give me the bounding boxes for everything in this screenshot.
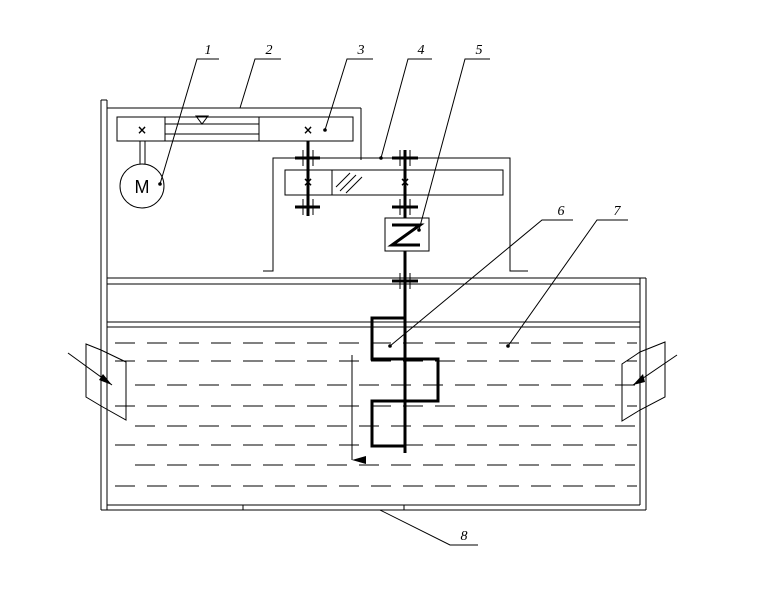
callout-label-liquid: 7 bbox=[614, 204, 622, 219]
callout-label-belt-drive: 2 bbox=[266, 43, 273, 58]
leader-lines bbox=[159, 58, 628, 546]
base-plate bbox=[242, 504, 405, 511]
gearbox bbox=[263, 157, 528, 272]
callout-label-driven-pulley: 3 bbox=[357, 43, 365, 58]
motor-pulley-axis-icon: × bbox=[137, 123, 147, 137]
inflow-arrow-icon bbox=[633, 374, 645, 385]
callout-label-motor: 1 bbox=[205, 43, 212, 58]
callout-label-base-plate: 8 bbox=[461, 529, 468, 544]
left-nozzle bbox=[67, 343, 127, 421]
support-frame bbox=[100, 99, 362, 510]
motor bbox=[119, 141, 165, 209]
callout-label-coupling: 5 bbox=[476, 43, 483, 58]
belt-direction-icon bbox=[195, 115, 209, 125]
callout-label-agitator: 6 bbox=[558, 204, 565, 219]
gear-axis-left-icon: × bbox=[303, 175, 313, 189]
callout-label-gearbox: 4 bbox=[418, 43, 425, 58]
coupling bbox=[384, 217, 430, 252]
tank bbox=[101, 278, 647, 511]
agitator bbox=[370, 251, 440, 453]
output-shaft bbox=[392, 150, 418, 218]
motor-label: M bbox=[135, 177, 150, 197]
right-nozzle bbox=[621, 341, 678, 422]
leader-dots bbox=[158, 128, 510, 348]
belt-drive bbox=[116, 115, 354, 142]
driven-pulley-axis-icon: × bbox=[303, 123, 313, 137]
tank-lid bbox=[107, 273, 646, 289]
inflow-arrow-icon bbox=[99, 374, 112, 385]
